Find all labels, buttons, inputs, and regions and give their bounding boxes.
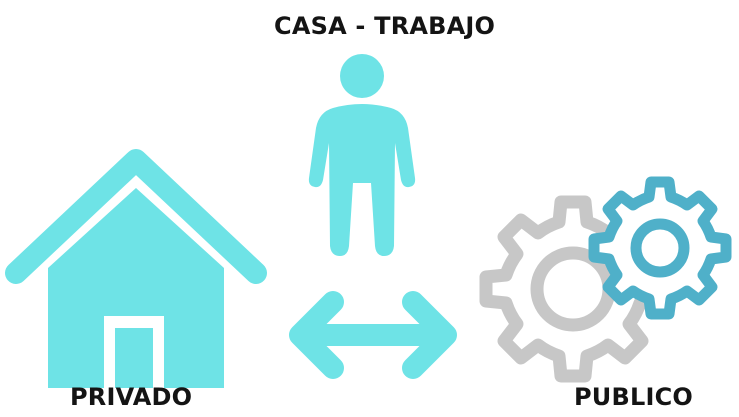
gears-icon	[479, 176, 732, 383]
label-privado: PRIVADO	[70, 383, 193, 411]
double-arrow-icon	[289, 291, 457, 379]
house-icon	[5, 149, 267, 388]
label-publico: PUBLICO	[574, 383, 694, 411]
diagram-title: CASA - TRABAJO	[274, 12, 496, 40]
person-icon	[308, 54, 416, 256]
small-gear-icon	[588, 176, 732, 320]
